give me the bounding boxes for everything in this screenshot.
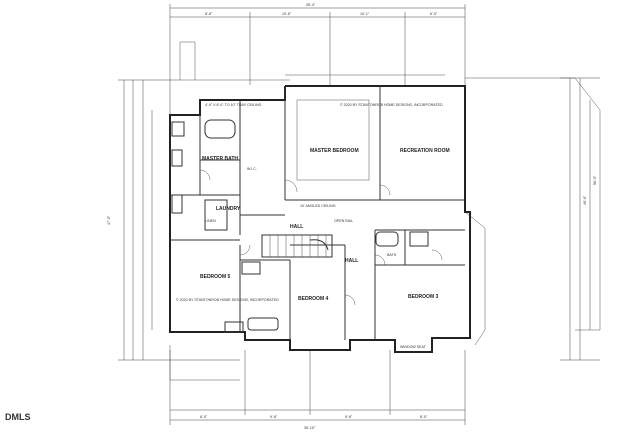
dim-bottom-4: 8'-0" <box>420 415 428 419</box>
room-label-bath: BATH <box>387 253 397 257</box>
room-label-laundry: LAUNDRY <box>216 206 241 212</box>
dim-bottom-1: 8'-0" <box>200 415 208 419</box>
bottom-dimensions <box>169 350 466 425</box>
lower-bath-fixtures <box>224 231 429 333</box>
dim-bottom-3: 9'-6" <box>345 415 353 419</box>
dim-bottom-2: 9'-6" <box>270 415 278 419</box>
room-label-bedroom-5: BEDROOM 5 <box>200 274 231 280</box>
room-label-wic: W.I.C. <box>247 167 257 171</box>
dim-top-1: 8'-6" <box>205 12 213 16</box>
watermark: DMLS <box>5 412 31 422</box>
master-bath-fixtures <box>171 119 236 231</box>
dim-right-overall: 56'-0" <box>593 175 597 185</box>
tray-ceiling <box>296 99 370 181</box>
room-label-hall-2: HALL <box>345 258 358 264</box>
room-label-bedroom-3: BEDROOM 3 <box>408 294 439 300</box>
room-label-open-rail: OPEN RAIL <box>334 219 353 223</box>
left-dimensions <box>118 79 240 361</box>
copyright-note-bottom: © 2020 BY STANTONROB HOME DESIGNS, INCOR… <box>176 298 279 302</box>
copyright-note-top: © 2020 BY STANTONROB HOME DESIGNS, INCOR… <box>340 103 443 107</box>
dim-overall-top: 35'-4" <box>306 3 316 7</box>
dim-left-overall: 47'-0" <box>107 215 111 225</box>
room-label-linen: LINEN <box>205 219 216 223</box>
ceiling-note: 10' ANGLED CEILING <box>300 204 336 208</box>
dim-top-2: 10'-6" <box>282 12 292 16</box>
door-swings <box>199 169 443 306</box>
room-label-bedroom-4: BEDROOM 4 <box>298 296 329 302</box>
top-dimensions <box>169 4 466 120</box>
tray-ceiling-note: 4'-0" X 8'-0" TO 10" TRAY CEILING <box>205 103 262 107</box>
right-dimensions <box>560 77 600 361</box>
room-label-master-bath: MASTER BATH <box>202 156 238 162</box>
room-label-hall-1: HALL <box>290 224 303 230</box>
room-label-recreation-room: RECREATION ROOM <box>400 148 450 154</box>
dim-right-2: 46'-6" <box>583 195 587 205</box>
dim-top-3: 10'-1" <box>360 12 370 16</box>
room-label-window-seat: WINDOW SEAT <box>400 345 427 349</box>
stairs <box>261 234 333 258</box>
dim-bottom-overall: 35'-10" <box>304 426 316 430</box>
interior-walls <box>170 86 465 340</box>
room-label-master-bedroom: MASTER BEDROOM <box>310 148 359 154</box>
dim-top-4: 6'-0" <box>430 12 438 16</box>
